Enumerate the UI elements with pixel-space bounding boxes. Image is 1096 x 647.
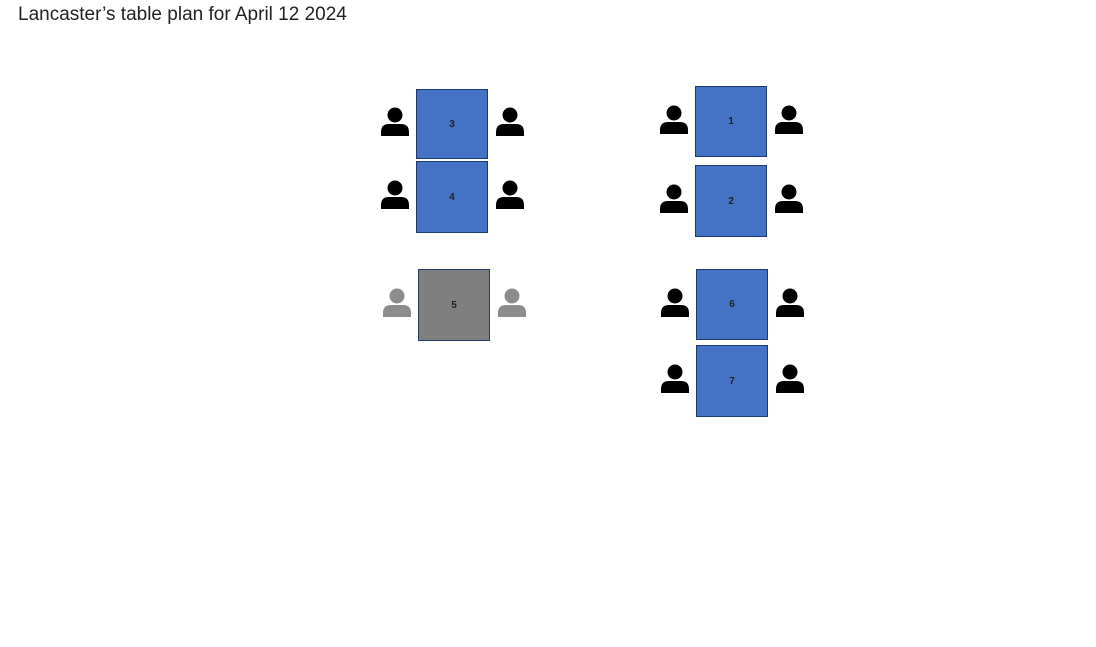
seat-person-icon[interactable] [659,363,691,399]
seat-person-icon[interactable] [659,287,691,323]
seat-person-icon[interactable] [773,104,805,140]
seat-person-icon[interactable] [658,183,690,219]
seat-person-icon[interactable] [379,179,411,215]
table-number-label: 3 [449,118,455,130]
table-3[interactable]: 3 [416,89,488,159]
seat-person-icon[interactable] [494,179,526,215]
seat-person-icon[interactable] [658,104,690,140]
table-1[interactable]: 1 [695,86,767,157]
table-7[interactable]: 7 [696,345,768,417]
table-number-label: 1 [728,116,734,127]
page-title: Lancaster’s table plan for April 12 2024 [18,4,347,25]
table-number-label: 2 [728,195,734,207]
table-6[interactable]: 6 [696,269,768,340]
seat-person-icon[interactable] [773,183,805,219]
seat-person-icon[interactable] [774,287,806,323]
seat-person-icon[interactable] [496,287,528,323]
table-4[interactable]: 4 [416,161,488,233]
seat-person-icon[interactable] [381,287,413,323]
table-number-label: 7 [729,375,735,387]
seat-person-icon[interactable] [774,363,806,399]
table-number-label: 5 [451,299,457,311]
seat-person-icon[interactable] [494,106,526,142]
table-number-label: 4 [449,191,455,203]
table-number-label: 6 [729,299,735,310]
table-2[interactable]: 2 [695,165,767,237]
seat-person-icon[interactable] [379,106,411,142]
table-5[interactable]: 5 [418,269,490,341]
